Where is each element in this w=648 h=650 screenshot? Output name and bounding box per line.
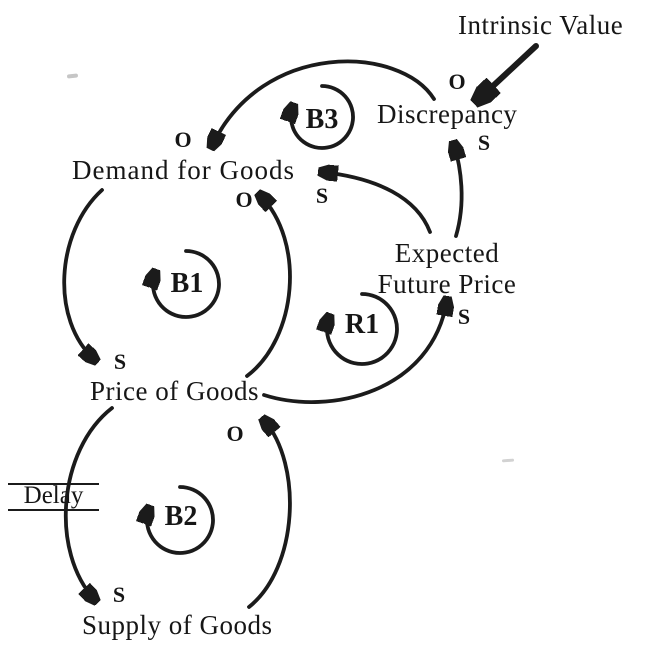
node-intrinsic-value: Intrinsic Value <box>458 10 624 40</box>
arrow-expected-to-discrepancy <box>454 144 462 238</box>
delay-mark: Delay <box>8 483 99 511</box>
polarity-demand-to-price: S <box>113 349 127 374</box>
arrow-expected-to-demand <box>322 172 432 234</box>
node-price-of-goods: Price of Goods <box>90 376 259 406</box>
polarity-expected-to-demand: S <box>315 183 329 208</box>
loop-circle-b2 <box>147 485 215 555</box>
polarity-discrepancy-to-demand: O <box>174 127 192 152</box>
arrow-price-to-expected <box>262 300 447 404</box>
loop-circle-b1 <box>153 249 221 319</box>
loop-label-b2: B2 <box>164 501 198 532</box>
polarity-supply-to-price: O <box>226 421 244 446</box>
loop-circle-r1 <box>327 292 399 366</box>
loop-label-r1: R1 <box>344 309 380 340</box>
node-expected-future-price-line2: Future Price <box>377 269 517 299</box>
node-demand-for-goods: Demand for Goods <box>72 155 295 185</box>
arrow-price-to-demand <box>245 195 292 378</box>
polarity-price-to-supply: S <box>112 582 126 607</box>
node-discrepancy: Discrepancy <box>377 99 518 129</box>
loop-label-b1: B1 <box>170 268 204 299</box>
arrow-discrepancy-to-demand <box>212 59 436 146</box>
delay-label: Delay <box>23 482 84 509</box>
arrow-demand-to-price <box>62 188 104 360</box>
polarity-expected-to-discrepancy: S <box>477 130 491 155</box>
polarity-price-to-expected: S <box>457 304 471 329</box>
node-expected-future-price: Expected Future Price <box>368 238 526 300</box>
arrow-intrinsic-value-to-discrepancy <box>479 43 539 99</box>
polarity-price-to-demand: O <box>235 187 253 212</box>
node-supply-of-goods: Supply of Goods <box>82 610 273 640</box>
arrow-price-to-supply <box>63 406 114 600</box>
arrow-supply-to-price <box>247 420 292 609</box>
polarity-intrinsic-to-discrepancy: O <box>448 69 466 94</box>
loop-label-b3: B3 <box>305 104 339 135</box>
node-expected-future-price-line1: Expected <box>394 238 500 268</box>
loop-circle-b3 <box>291 84 355 150</box>
